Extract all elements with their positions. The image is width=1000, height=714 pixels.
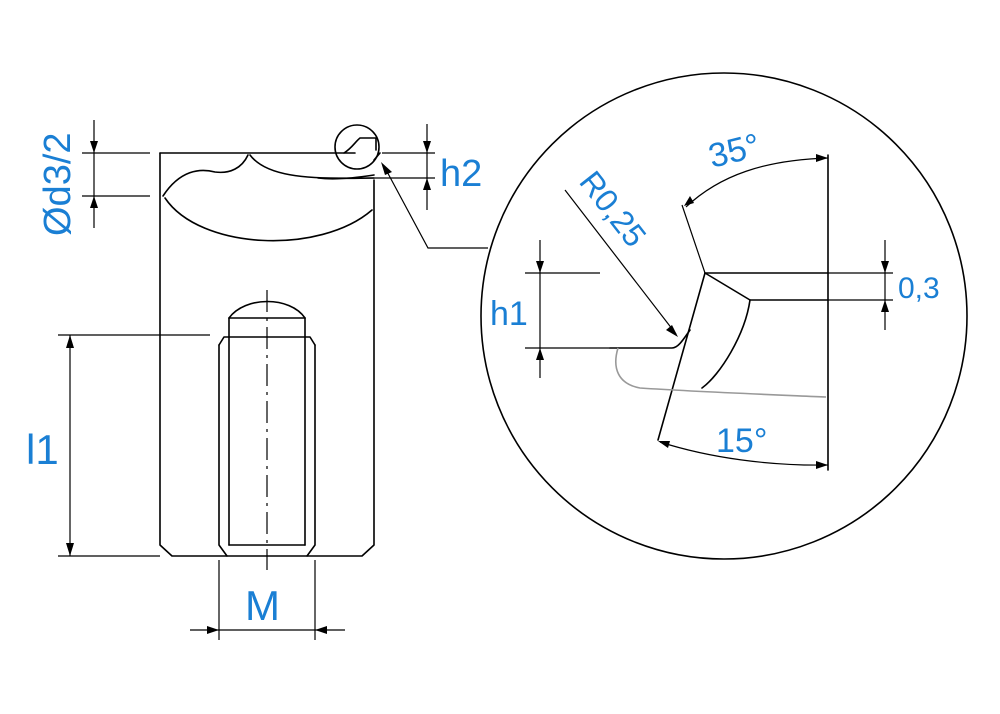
h1-label: h1 — [490, 295, 528, 333]
m-dimension — [190, 560, 345, 640]
angle-15-label: 15° — [716, 422, 767, 460]
l1-label: l1 — [26, 426, 59, 473]
detail-leader — [381, 162, 488, 249]
m-label: M — [245, 582, 280, 629]
diameter-label: Ød3/2 — [37, 132, 79, 236]
part-body — [159, 152, 381, 557]
detail-marker-circle — [334, 124, 380, 170]
l1-dimension — [58, 334, 210, 557]
h2-dimension — [320, 124, 435, 210]
detail-view — [480, 72, 968, 560]
h2-label: h2 — [440, 153, 482, 195]
diameter-dimension — [82, 120, 150, 228]
dim-03-label: 0,3 — [898, 272, 940, 305]
cutting-edge-profile — [162, 154, 375, 242]
radius-label: R0,25 — [572, 164, 653, 253]
